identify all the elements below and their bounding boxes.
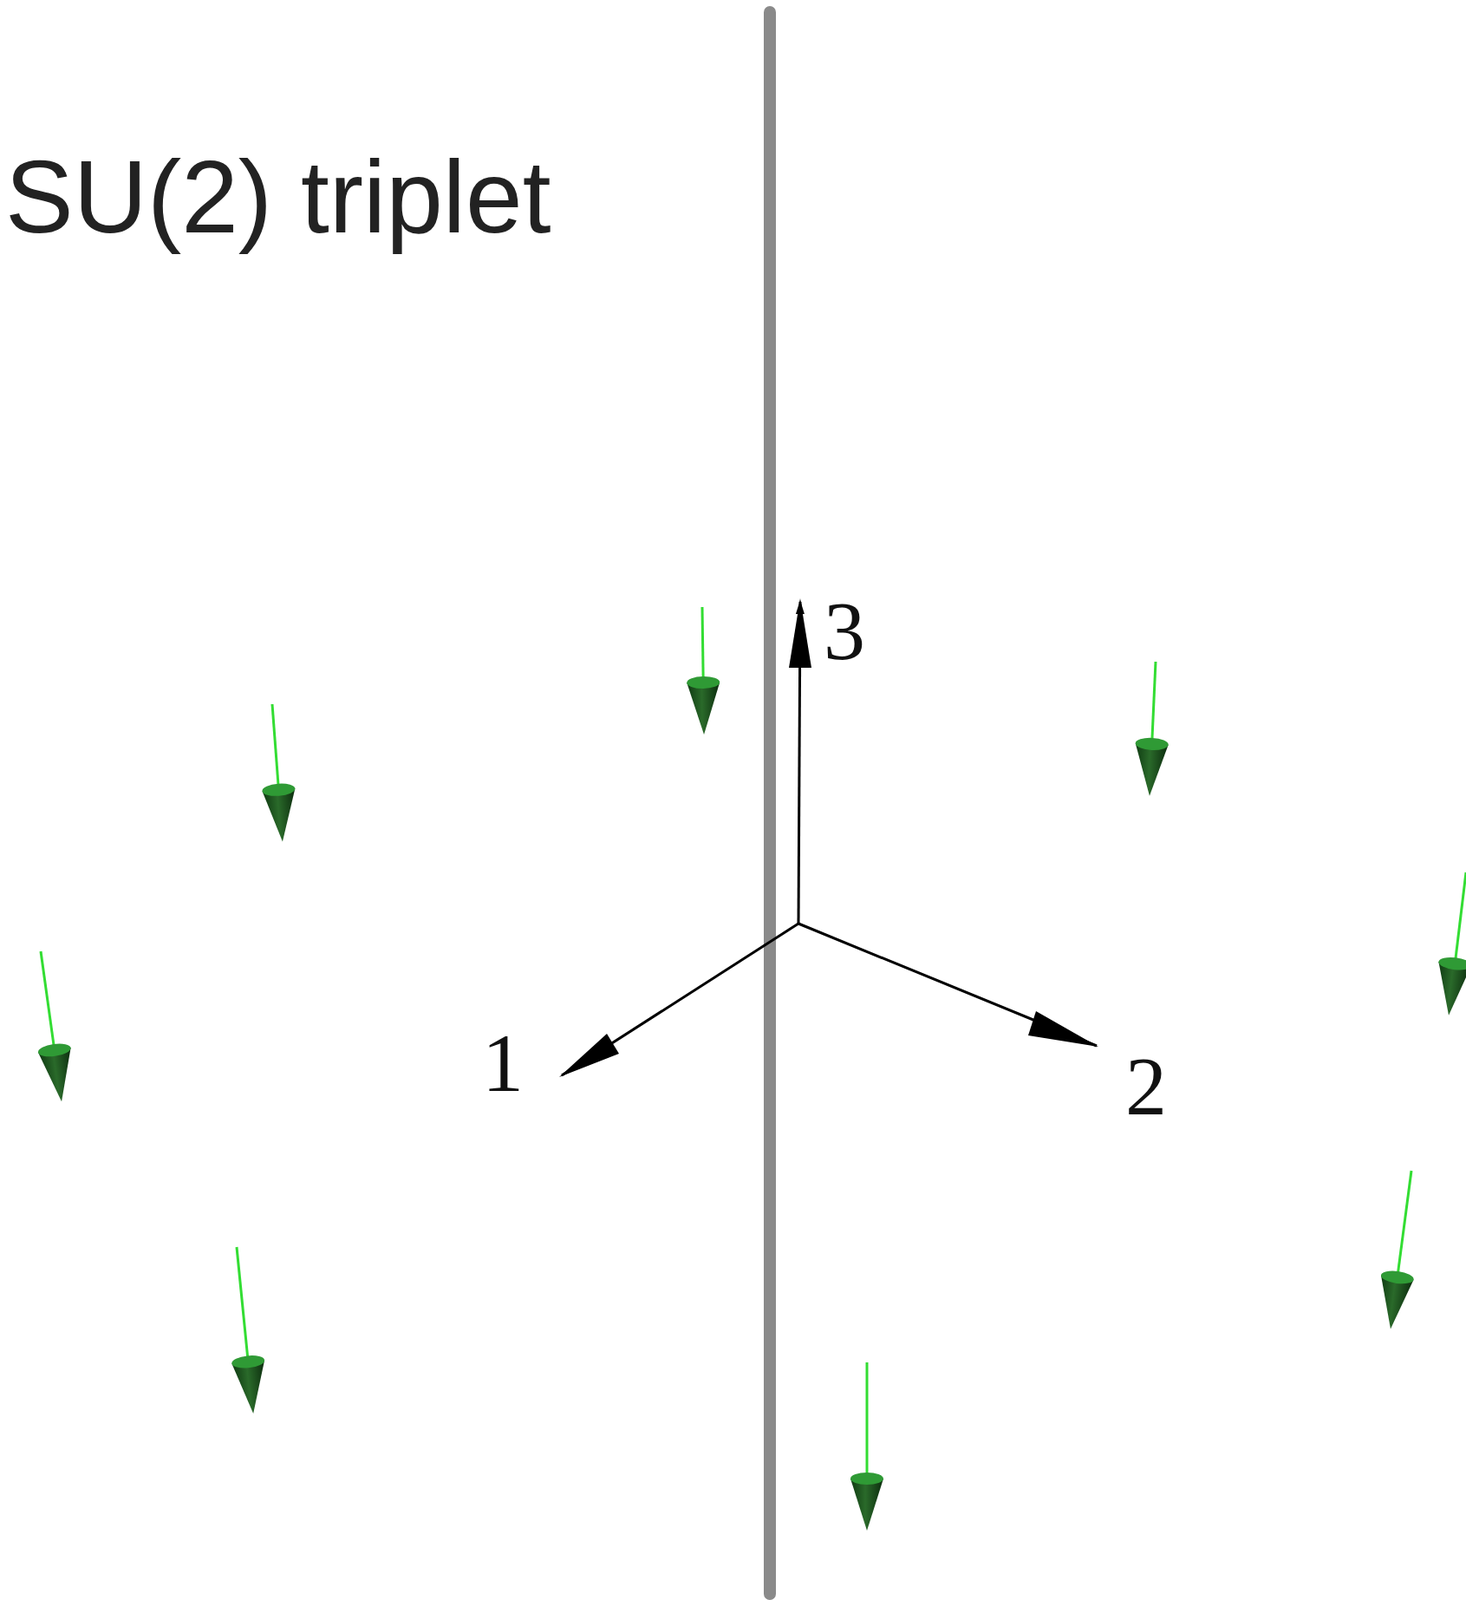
axis-label: 1 <box>482 1021 524 1105</box>
diagram-title: SU(2) triplet <box>5 145 551 248</box>
axis-arrowhead <box>1028 1010 1099 1047</box>
symmetry-axis-line <box>763 12 776 1594</box>
axis-label: 3 <box>823 589 866 673</box>
axis-label: 2 <box>1125 1044 1167 1128</box>
axis-arrowhead <box>559 1033 619 1077</box>
axis-arrowhead <box>788 598 812 668</box>
field-arrows <box>24 606 1466 1531</box>
